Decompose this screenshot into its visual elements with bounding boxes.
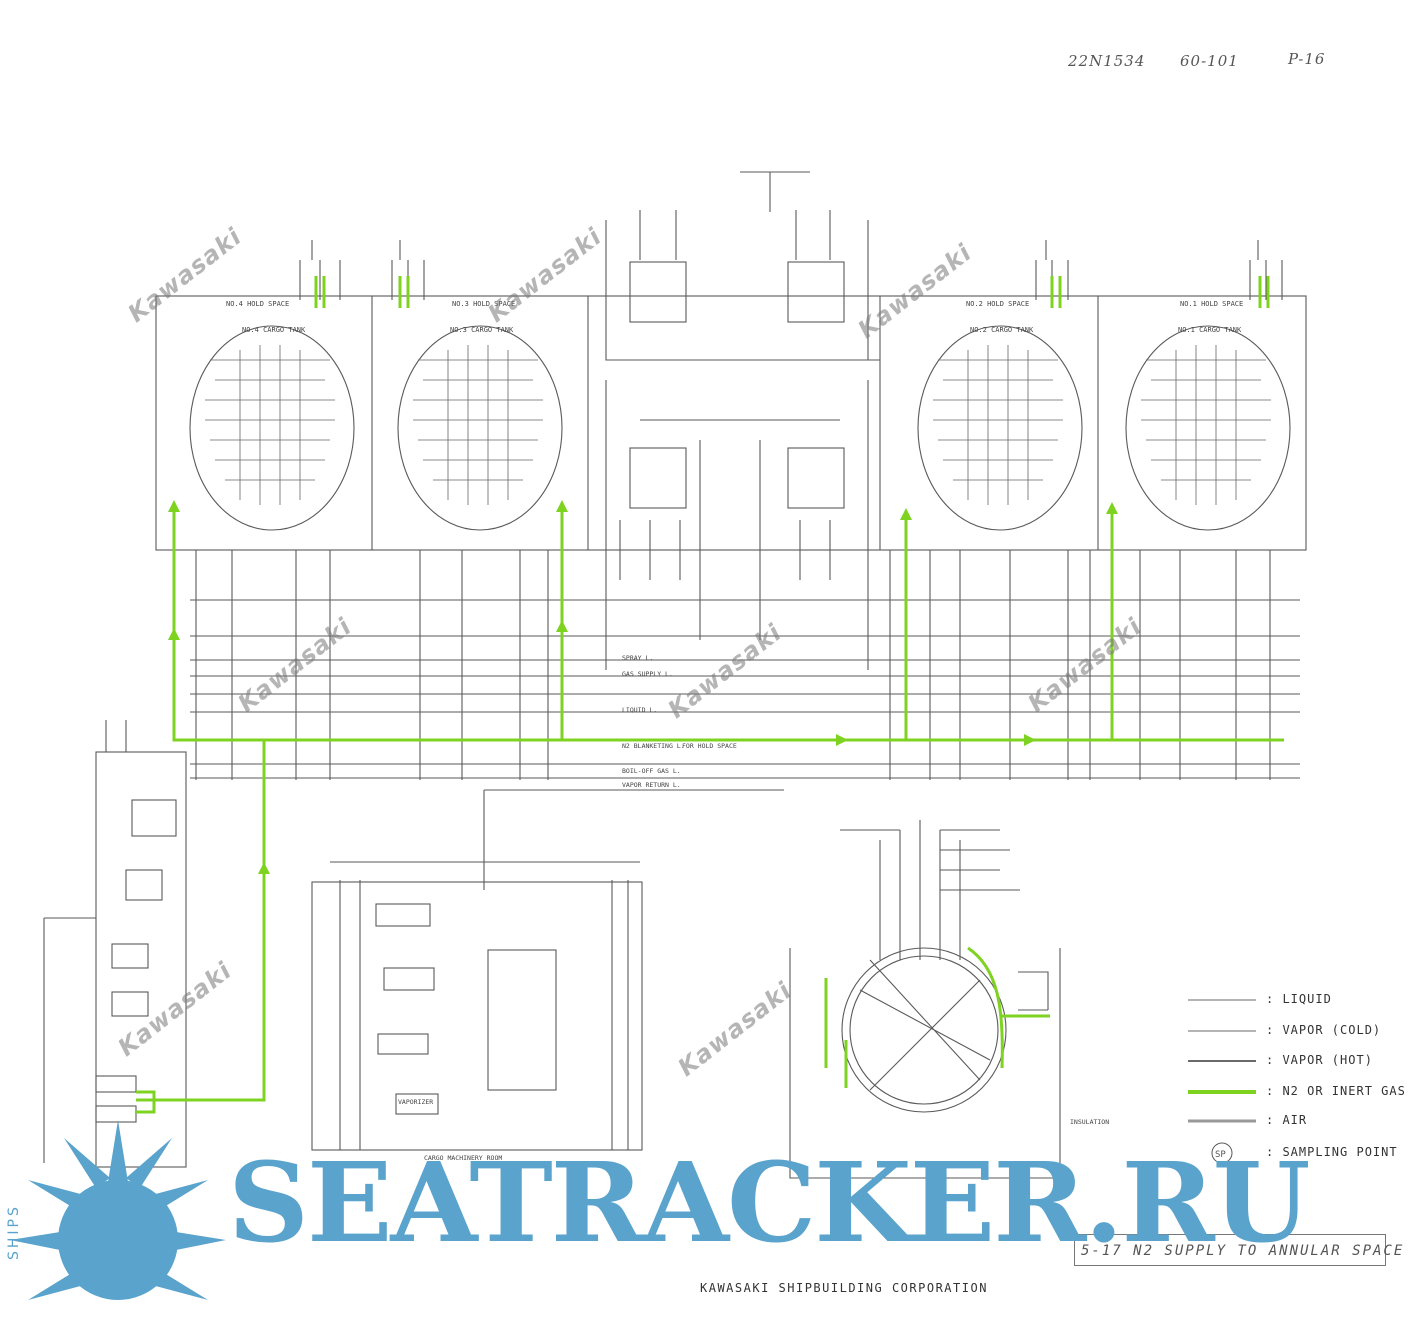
legend-liquid: : LIQUID (1266, 992, 1332, 1006)
svg-text:SP: SP (1215, 1150, 1226, 1160)
legend-sampling-point: : SAMPLING POINT (1266, 1145, 1398, 1159)
tank-cross-section (841, 947, 1007, 1113)
cargo-machinery-room-label: CARGO MACHINERY ROOM (424, 1154, 503, 1162)
brand-side-text: SHIPS (6, 1204, 22, 1260)
spray-line-label: SPRAY L. (622, 654, 654, 662)
n2-blanketing-line-label: N2 BLANKETING L. (622, 742, 685, 750)
legend-vapor-hot: : VAPOR (HOT) (1266, 1053, 1373, 1067)
gas-supply-line-label: GAS SUPPLY L. (622, 670, 673, 678)
cargo-tank-4 (189, 325, 355, 531)
n2-sub-label: FOR HOLD SPACE (682, 742, 737, 750)
cargo-tank-3 (397, 325, 563, 531)
no2-hold-space-label: NO.2 HOLD SPACE (966, 300, 1030, 308)
insulation-label: INSULATION (1070, 1118, 1110, 1126)
seatracker-brand: SEATRACKER.RU (228, 1138, 1311, 1267)
no4-hold-space-label: NO.4 HOLD SPACE (226, 300, 290, 308)
liquid-line-label: LIQUID L. (622, 706, 658, 714)
seatracker-logo (10, 1120, 226, 1300)
legend-swatches: SP (1188, 999, 1256, 1164)
boiloff-line-label: BOIL-OFF GAS L. (622, 767, 681, 775)
cargo-tank-2 (917, 325, 1083, 531)
drawing-number: 22N1534 (1068, 52, 1146, 70)
page-number: P-16 (1288, 50, 1326, 68)
no1-hold-space-label: NO.1 HOLD SPACE (1180, 300, 1244, 308)
no3-cargo-tank-label: NO.3 CARGO TANK (450, 326, 514, 334)
no3-hold-space-label: NO.3 HOLD SPACE (452, 300, 516, 308)
vapor-return-line-label: VAPOR RETURN L. (622, 781, 681, 789)
vaporizer-label: VAPORIZER (398, 1098, 434, 1106)
legend-air: : AIR (1266, 1113, 1308, 1127)
no2-cargo-tank-label: NO.2 CARGO TANK (970, 326, 1034, 334)
legend-n2-inert-gas: : N2 OR INERT GAS (1266, 1084, 1406, 1098)
no4-cargo-tank-label: NO.4 CARGO TANK (242, 326, 306, 334)
sheet-reference: 60-101 (1180, 52, 1239, 70)
legend-vapor-cold: : VAPOR (COLD) (1266, 1023, 1382, 1037)
hold-space-frame (155, 295, 1307, 551)
drawing-caption: 5-17 N2 SUPPLY TO ANNULAR SPACE (1074, 1234, 1402, 1266)
cargo-tank-1 (1125, 325, 1291, 531)
cargo-machinery-room (311, 881, 643, 1151)
no1-cargo-tank-label: NO.1 CARGO TANK (1178, 326, 1242, 334)
company-name: KAWASAKI SHIPBUILDING CORPORATION (700, 1281, 988, 1295)
